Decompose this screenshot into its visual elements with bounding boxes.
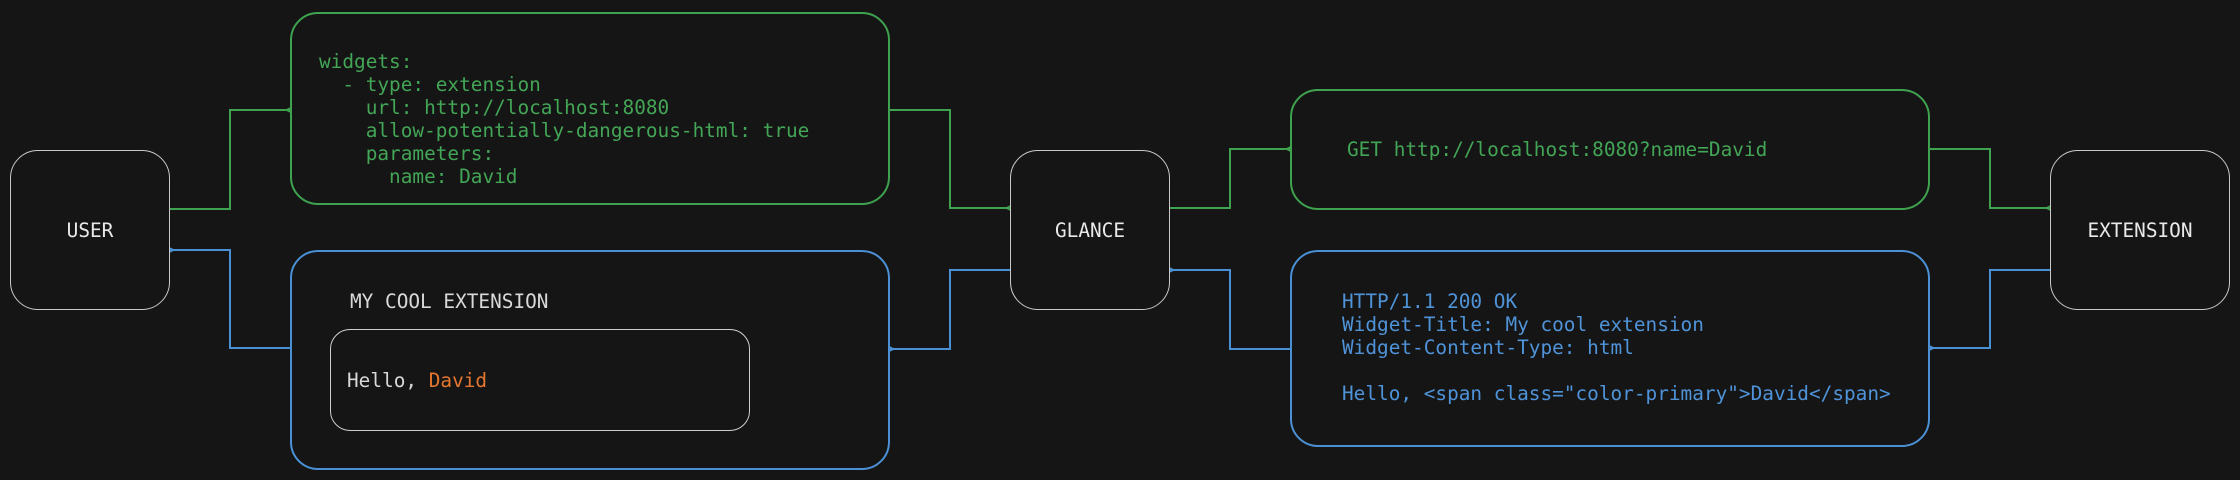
arrow-response-to-glance (1149, 258, 1290, 350)
arrow-request-to-extension (1930, 148, 2071, 220)
arrow-extension-to-response (1909, 269, 2050, 360)
greeting-prefix: Hello, (347, 368, 429, 392)
widget-greeting-box: Hello, David (330, 329, 750, 431)
arrow-user-to-config (170, 98, 311, 210)
node-user-label: USER (66, 218, 114, 242)
node-user: USER (10, 150, 170, 310)
node-glance: GLANCE (1010, 150, 1170, 310)
node-glance-label: GLANCE (1054, 218, 1126, 242)
greeting-name: David (428, 368, 488, 392)
widget-preview-box: MY COOL EXTENSION Hello, David (290, 250, 890, 470)
node-extension-label: EXTENSION (2087, 218, 2193, 242)
arrow-glance-to-request (1170, 137, 1311, 209)
arrow-glance-to-widget (869, 269, 1010, 361)
yaml-config-box: widgets: - type: extension url: http://l… (290, 12, 890, 205)
http-response-box: HTTP/1.1 200 OK Widget-Title: My cool ex… (1290, 250, 1930, 447)
node-extension: EXTENSION (2050, 150, 2230, 310)
http-request-text: GET http://localhost:8080?name=David (1347, 138, 1768, 161)
widget-title: MY COOL EXTENSION (350, 290, 549, 313)
arrow-widget-to-user (149, 238, 290, 349)
arrow-config-to-glance (890, 109, 1031, 220)
http-request-box: GET http://localhost:8080?name=David (1290, 89, 1930, 210)
